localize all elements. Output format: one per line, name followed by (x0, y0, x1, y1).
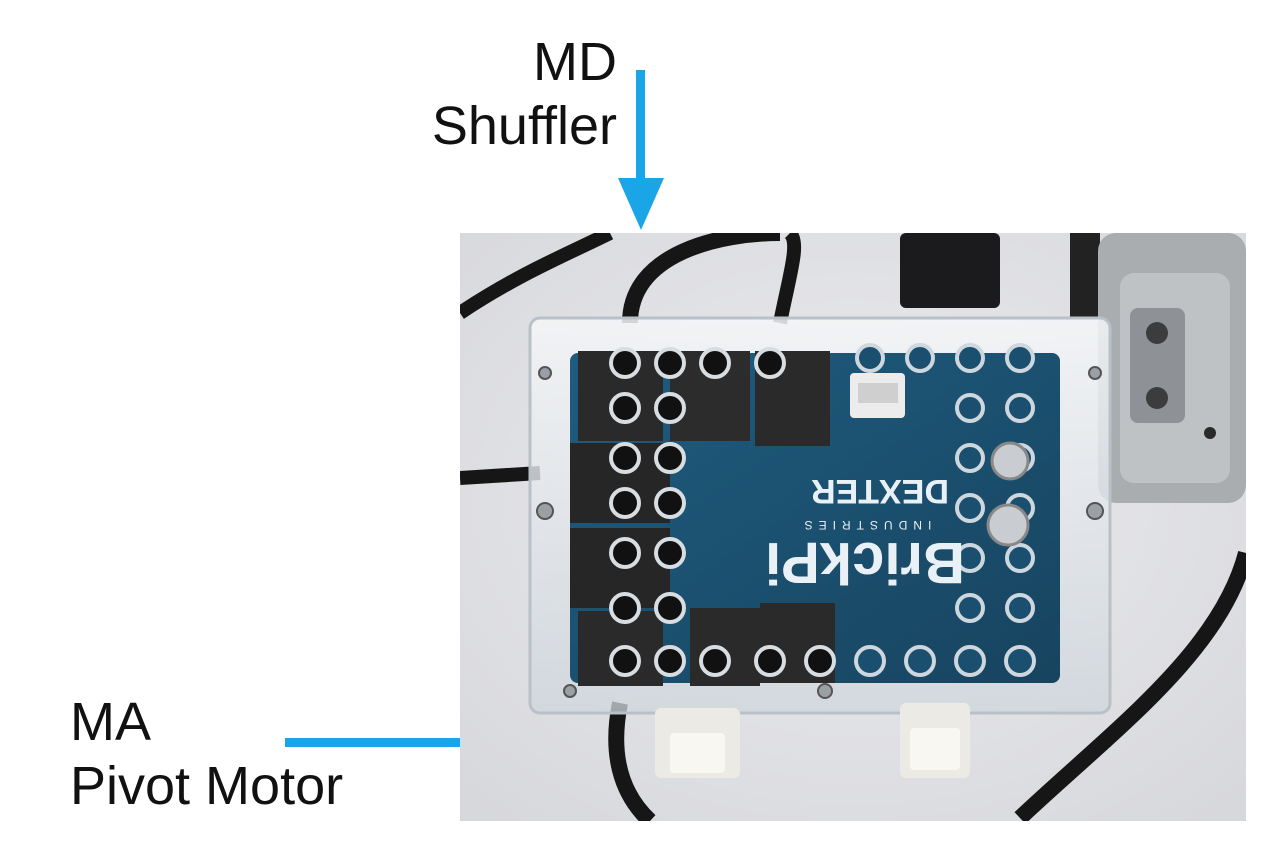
shuffler-label-line: Shuffler (431, 96, 617, 156)
ma-label-line: MA (70, 692, 151, 752)
board-sub-text: INDUSTRIES (799, 518, 932, 532)
md-label-line: MD (533, 32, 617, 92)
pivot-motor-label-line: Pivot Motor (70, 756, 344, 816)
arrow-down-icon (618, 70, 664, 230)
board-product-text: BrickPi (765, 530, 965, 595)
ma-pivot-motor-label: MA Pivot Motor (70, 690, 343, 818)
brickpi-photo: BrickPi INDUSTRIES DEXTER (460, 233, 1246, 821)
brickpi-board-photo: BrickPi INDUSTRIES DEXTER (460, 233, 1246, 821)
md-shuffler-label: MD Shuffler (432, 30, 617, 158)
board-brand-text: DEXTER (811, 472, 949, 510)
